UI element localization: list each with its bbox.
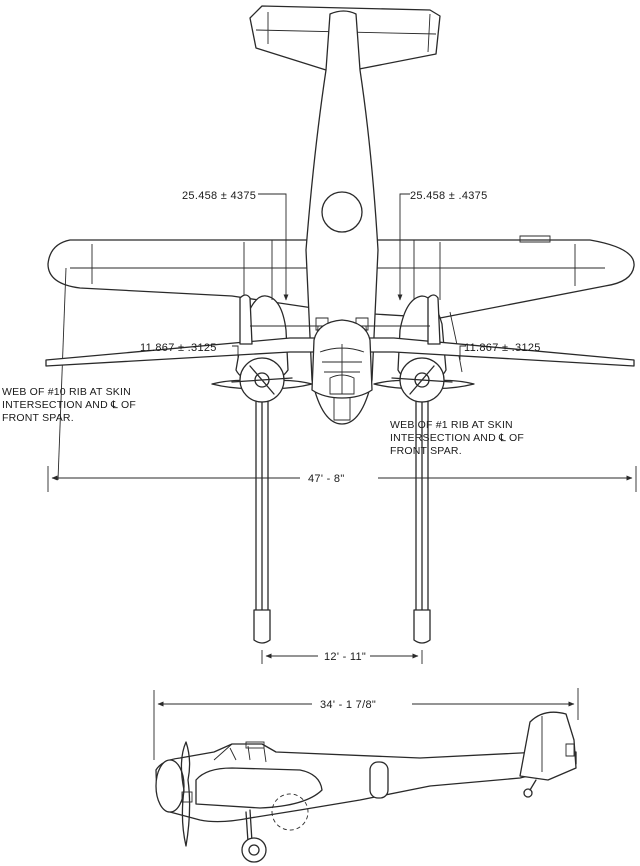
svg-text:FRONT SPAR.: FRONT SPAR.	[390, 445, 462, 457]
dim-front-right: 11.867 ± .3125	[464, 342, 541, 354]
fuselage-plan	[305, 10, 379, 425]
svg-text:INTERSECTION AND ℄ OF: INTERSECTION AND ℄ OF	[2, 399, 136, 411]
left-note: WEB OF #10 RIB AT SKIN INTERSECTION AND …	[2, 386, 136, 424]
side-view: 34' - 1 7/8"	[153, 688, 579, 863]
dim-length: 34' - 1 7/8"	[320, 699, 376, 711]
dim-spar-left: 25.458 ± 4375	[182, 190, 256, 202]
dim-wingspan: 47' - 8"	[308, 473, 345, 485]
front-view: 47' - 8" 11.867 ± .3125 11.867 ± .3125	[45, 294, 637, 664]
svg-text:INTERSECTION AND ℄ OF: INTERSECTION AND ℄ OF	[390, 432, 524, 444]
svg-text:FRONT SPAR.: FRONT SPAR.	[2, 412, 74, 424]
propeller-spinner	[155, 759, 185, 813]
dim-spar-right: 25.458 ± .4375	[410, 190, 488, 202]
dim-front-left: 11.867 ± .3125	[140, 342, 217, 354]
dim-gear-track: 12' - 11"	[324, 651, 366, 663]
svg-text:WEB OF #1 RIB AT SKIN: WEB OF #1 RIB AT SKIN	[390, 419, 513, 431]
svg-text:WEB OF #10 RIB AT SKIN: WEB OF #10 RIB AT SKIN	[2, 386, 131, 398]
right-note: WEB OF #1 RIB AT SKIN INTERSECTION AND ℄…	[390, 419, 524, 457]
tail-fin-side	[519, 711, 577, 781]
